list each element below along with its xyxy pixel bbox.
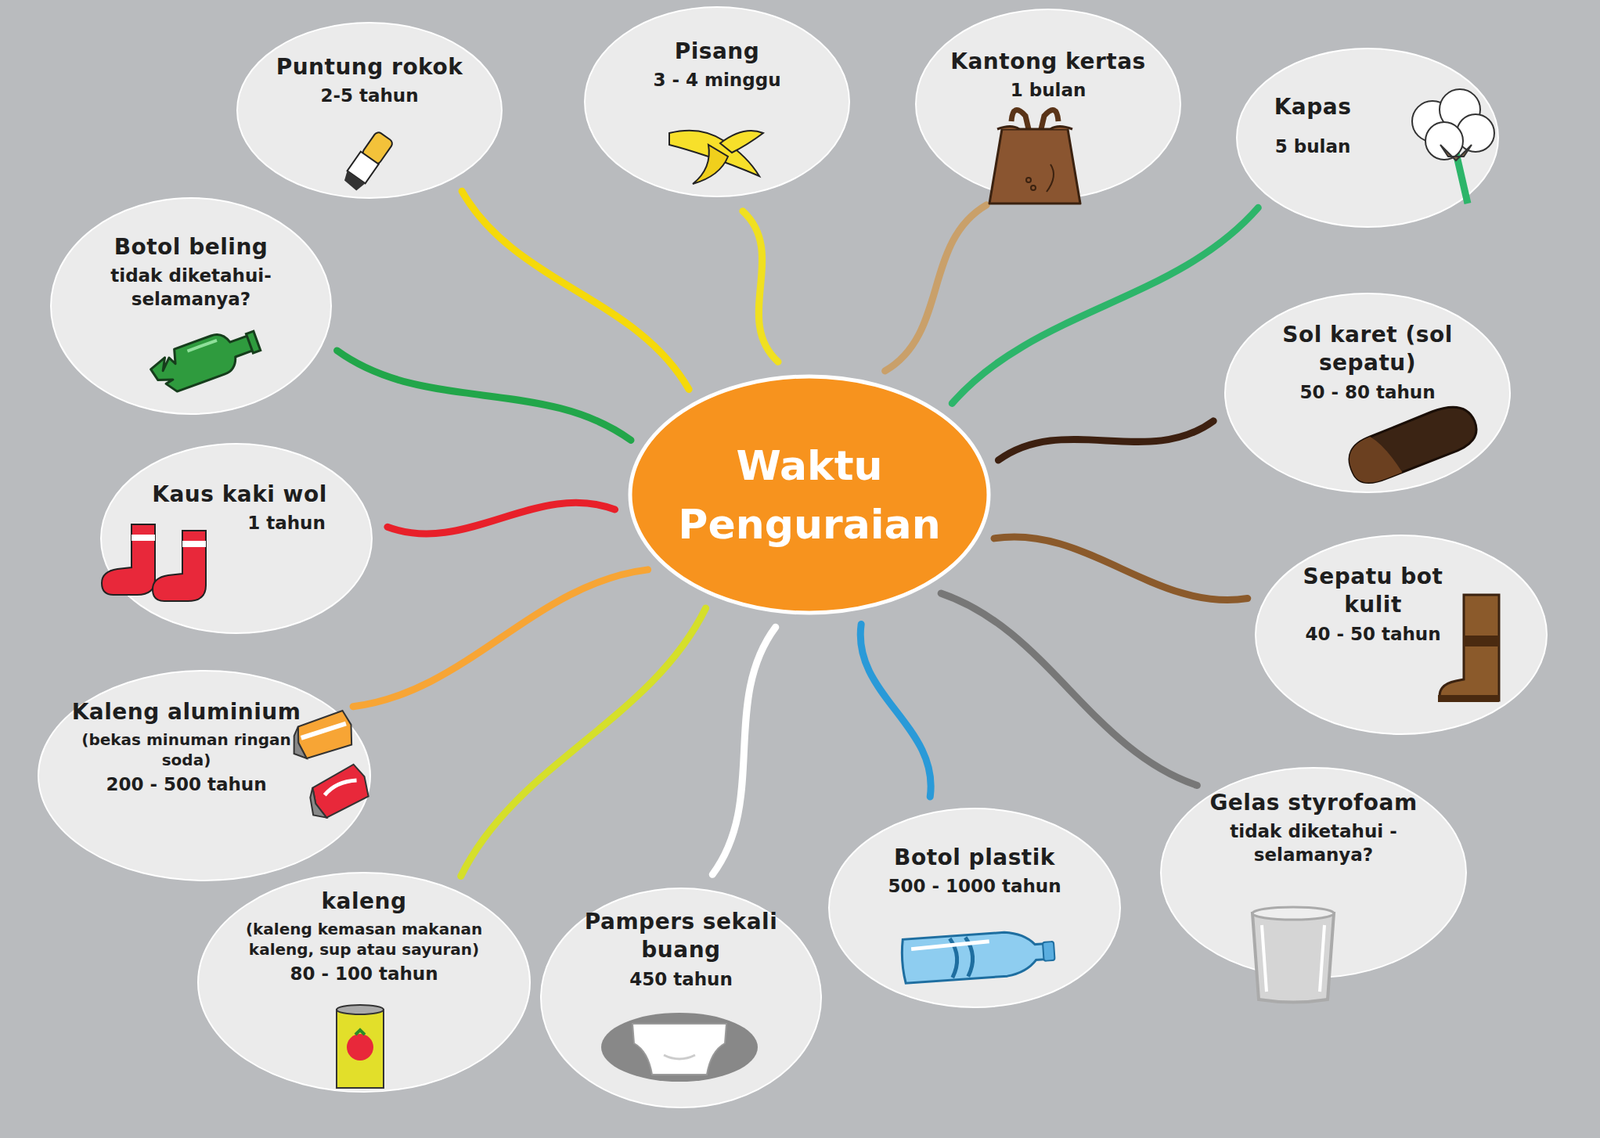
center-title: Waktu Penguraian [643,436,976,555]
wavy-connector [885,205,988,372]
crushed-can-icon [286,709,357,762]
decomposition-time: 200 - 500 tahun [105,773,267,797]
text-group: Kantong kertas 1 bulan [930,47,1166,103]
broken-bottle-icon [147,321,264,398]
item-ellipse: Kaleng aluminium(bekas minuman ringan so… [36,668,373,883]
leather-boot-icon [1437,594,1500,703]
text-group: Gelas styrofoamtidak diketahui -selamany… [1189,789,1438,868]
banana-peel-icon [669,130,764,184]
decomposition-time: 50 - 80 tahun [1299,381,1435,405]
text-group: Botol plastik500 - 1000 tahun [850,843,1100,899]
text-group: Puntung rokok2-5 tahun [252,53,487,109]
decomposition-time: 1 bulan [1010,79,1087,103]
item-note: (kaleng kemasan makanan kaleng, sup atau… [227,918,501,960]
wavy-connector [940,593,1197,786]
wavy-connector [461,608,707,877]
wavy-connector [994,536,1248,601]
text-group: Kaus kaki wol1 tahun [122,480,357,536]
text-group: Kaleng aluminium(bekas minuman ringan so… [53,698,320,797]
crushed-can-icon [301,762,374,822]
text-group: Kapas 5 bulan [1257,93,1368,159]
decomposition-time: 2-5 tahun [320,84,419,109]
text-group: Sol karet (sol sepatu)50 - 80 tahun [1242,320,1493,405]
decomposition-time: tidak diketahui- selamanya? [97,264,285,312]
decomposition-time: 5 bulan [1275,135,1352,159]
item-note: (bekas minuman ringan soda) [76,729,296,771]
text-group: Sepatu bot kulit 40 - 50 tahun [1275,562,1471,647]
cigarette-butt-icon [341,129,395,193]
wavy-connector [387,502,616,534]
item-name: Pisang [674,37,761,66]
ellipse-outline [627,374,991,616]
item-name: Sepatu bot kulit [1294,562,1452,620]
food-can-icon [336,1005,384,1089]
central-ellipse: Waktu Penguraian [627,374,991,616]
decomposition-time: 450 tahun [629,968,733,992]
text-group: Pisang3 - 4 minggu [599,37,835,93]
decomposition-time: 1 tahun [153,511,326,536]
diaper-icon [601,1012,758,1082]
item-name: Gelas styrofoam [1209,789,1417,818]
item-name: Puntung rokok [276,53,464,82]
wavy-connector [860,624,931,797]
wool-socks-icon [101,524,206,602]
decomposition-time: 3 - 4 minggu [652,68,781,93]
cotton-icon [1412,89,1495,204]
wavy-connector [951,207,1258,404]
text-group: kaleng(kaleng kemasan makanan kaleng, su… [219,887,509,987]
plastic-bottle-icon [900,929,1056,984]
decomposition-time: 80 - 100 tahun [289,962,438,987]
wavy-connector [353,569,649,707]
item-ellipse: Sepatu bot kulit 40 - 50 tahun [1253,533,1550,737]
item-name: Kaleng aluminium [72,698,302,727]
text-group: Pampers sekali buang450 tahun [563,908,799,992]
text-group: Waktu Penguraian [643,436,976,555]
item-name: Botol beling [114,233,269,262]
decomposition-time: tidak diketahui -selamanya? [1219,820,1408,868]
wavy-connector [998,421,1214,461]
item-name: Kantong kertas [950,47,1146,76]
decomposition-time: 40 - 50 tahun [1304,623,1441,647]
item-name: Kapas [1274,93,1352,122]
wavy-connector [337,350,631,441]
wavy-connector [461,190,689,390]
wavy-connector [712,627,776,875]
paper-bag-icon [989,109,1081,204]
wavy-connector [742,211,779,363]
item-name: Botol plastik [893,843,1056,873]
styrofoam-cup-icon [1252,907,1334,1003]
item-name: Kaus kaki wol [151,480,328,509]
decomposition-time: 500 - 1000 tahun [887,875,1061,899]
item-name: Pampers sekali buang [583,908,779,966]
shoe-sole-icon [1342,400,1484,488]
item-name: Sol karet (sol sepatu) [1261,320,1474,379]
text-group: Botol belingtidak diketahui- selamanya? [73,233,309,312]
item-name: kaleng [320,887,407,916]
